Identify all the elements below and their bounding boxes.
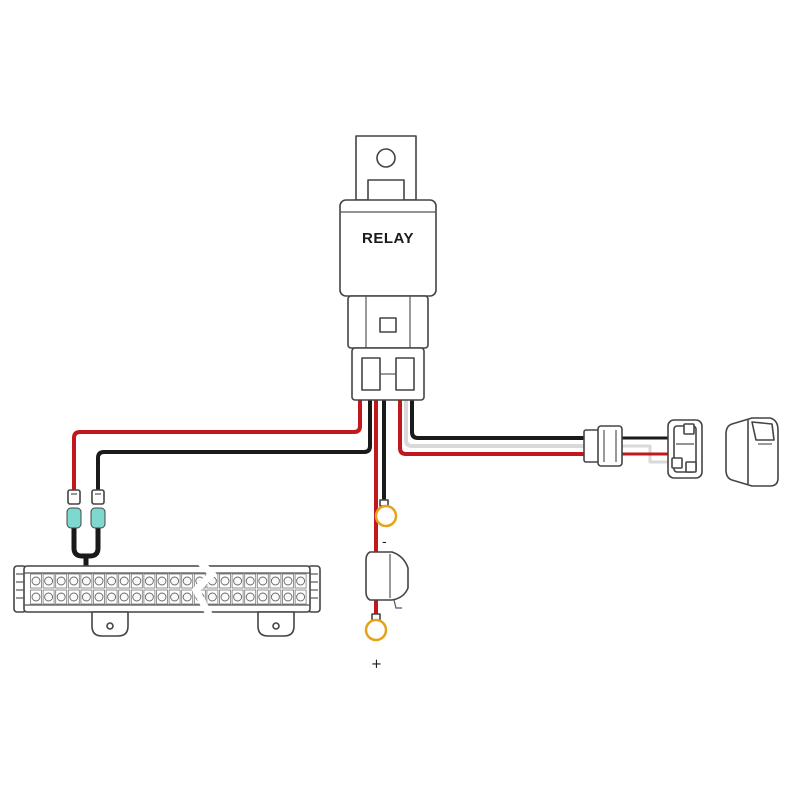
led-lens [283,592,293,602]
relay-icon: RELAY [339,135,437,401]
led-lens [81,592,91,602]
ring-terminal-icon [374,504,398,528]
led-lens [258,576,268,586]
battery-negative-label: - [382,535,387,550]
led-lens [157,576,167,586]
relay-label: RELAY [362,230,414,247]
led-lens [182,592,192,602]
led-lens [119,592,129,602]
led-lens [296,592,306,602]
led-lens [157,592,167,602]
led-lens [270,576,280,586]
led-lens [220,592,230,602]
led-lens [283,576,293,586]
led-lens [31,576,41,586]
fuse-holder-icon [365,551,409,609]
led-lens [170,592,180,602]
led-lens [233,592,243,602]
switch-cap-icon [725,417,779,487]
led-lens [296,576,306,586]
led-lens [144,576,154,586]
led-lens [119,576,129,586]
led-lens [220,576,230,586]
led-lens [94,592,104,602]
wires [71,398,694,618]
led-lens [31,592,41,602]
led-lens [132,576,142,586]
led-lens [245,576,255,586]
led-lens [69,592,79,602]
light-bar-connectors [66,489,106,529]
led-lens [270,592,280,602]
led-lens [182,576,192,586]
led-lens [144,592,154,602]
led-lens [107,592,117,602]
ring-terminal-positive: + [364,613,388,672]
led-lens [94,576,104,586]
led-lens [56,576,66,586]
rocker-switch-icon [667,419,703,479]
white-wire-switch [404,398,586,448]
led-lens [170,576,180,586]
black-wire-switch [410,398,586,440]
led-lens [69,576,79,586]
black-wire-light-bar [96,398,372,494]
battery-positive-label: + [371,657,382,672]
led-lens [44,576,54,586]
light-bar-lead-black [71,525,101,569]
led-lens [107,576,117,586]
led-lens [245,592,255,602]
red-wire-light-bar [72,398,362,494]
red-wire-switch [398,398,586,456]
led-lens [56,592,66,602]
ring-terminal-negative: - [374,499,398,550]
ring-terminal-icon [364,618,388,642]
led-lens [207,592,217,602]
led-lens [44,592,54,602]
switch-connector [583,425,623,467]
led-lens [258,592,268,602]
led-lens [132,592,142,602]
led-lens [81,576,91,586]
led-lens [233,576,243,586]
light-bar-icon [13,557,321,637]
